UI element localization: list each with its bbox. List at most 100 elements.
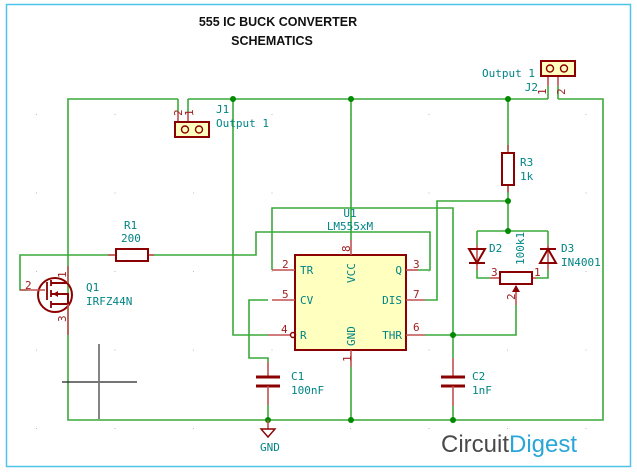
capacitor-c2[interactable]: C2 1nF: [441, 358, 492, 406]
grid-dot: [507, 428, 508, 429]
grid-dot: [585, 192, 587, 194]
pin-num: 3: [413, 258, 420, 271]
j1-ref: J1: [216, 103, 229, 116]
q1-pin-s: 3: [56, 315, 69, 322]
j2-pin2: 2: [555, 88, 568, 95]
grid-dot: [585, 428, 587, 429]
pot-value: 100k1: [514, 232, 527, 265]
grid-dot: [36, 428, 37, 429]
gnd-label: GND: [260, 441, 280, 454]
j2-value: Output 1: [482, 67, 535, 80]
pin-name: DIS: [382, 294, 402, 307]
circuitdigest-logo: CircuitDigest: [441, 431, 577, 458]
diode-d3[interactable]: D3 IN4001: [538, 242, 601, 270]
pin-num: 7: [413, 288, 420, 301]
logo-part1: Circuit: [441, 431, 509, 458]
grid-dot: [193, 271, 194, 272]
svg-text:CircuitDigest: CircuitDigest: [441, 431, 577, 458]
grid-dot: [271, 271, 273, 272]
grid-dot: [193, 349, 194, 351]
grid-dot: [271, 114, 273, 115]
resistor-r1[interactable]: R1 200: [108, 219, 154, 262]
grid-dot: [193, 192, 194, 194]
pin-name: R: [300, 329, 307, 342]
pin-num: 8: [340, 245, 353, 252]
resistor-r3[interactable]: R3 1k: [501, 145, 534, 192]
pin-name: CV: [300, 294, 314, 307]
j2-pin1: 1: [536, 88, 549, 95]
pin-name: VCC: [345, 263, 358, 283]
wire-right-rail: [67, 98, 604, 421]
grid-dot: [36, 192, 37, 194]
ic-u1[interactable]: U1 LM555xM 2 5 4 3 7 6 8 1 TR CV R Q DIS…: [268, 207, 425, 367]
grid-dot: [114, 428, 116, 429]
pin-name: GND: [345, 326, 358, 346]
grid-dot: [428, 192, 430, 194]
ic-body: [294, 254, 407, 351]
grid-dot: [193, 114, 194, 115]
grid-dot: [193, 428, 194, 429]
pin-name: Q: [395, 264, 402, 277]
wire-dis: [425, 200, 508, 301]
pot-pin2: 2: [505, 293, 518, 300]
q1-ref: Q1: [86, 281, 99, 294]
wire-cv: [248, 299, 269, 362]
grid-dot: [350, 428, 351, 429]
grid-dot: [428, 114, 430, 115]
j1-value: Output 1: [216, 117, 269, 130]
c1-value: 100nF: [291, 384, 324, 397]
diode-d2[interactable]: D2: [467, 242, 502, 270]
pin-num: 4: [281, 323, 288, 336]
pin-name: TR: [300, 264, 314, 277]
wires: [19, 86, 604, 421]
capacitor-c1[interactable]: C1 100nF: [256, 362, 324, 405]
c2-value: 1nF: [472, 384, 492, 397]
grid-dot: [428, 428, 430, 429]
title-line-2: SCHEMATICS: [231, 34, 313, 48]
pin-num: 5: [282, 288, 289, 301]
grid-dot: [114, 349, 116, 351]
r1-value: 200: [121, 232, 141, 245]
d3-value: IN4001: [561, 256, 601, 269]
wire-q-r1: [150, 231, 431, 271]
j2-ref: J2: [525, 81, 538, 94]
wire-trig-thr: [271, 207, 454, 335]
d2-ref: D2: [489, 242, 502, 255]
sheet-border: [5, 3, 632, 468]
wire-reset: [232, 99, 268, 336]
pin-num: 6: [413, 321, 420, 334]
r1-ref: R1: [124, 219, 137, 232]
wire-left-rail: [67, 98, 178, 335]
grid-dot: [36, 271, 37, 272]
grid-dot: [114, 192, 116, 194]
pot-pin3: 3: [491, 266, 498, 279]
grid-dot: [36, 349, 37, 351]
pin-num: 1: [341, 355, 354, 362]
grid-dot: [114, 271, 116, 272]
d3-ref: D3: [561, 242, 574, 255]
c2-ref: C2: [472, 370, 485, 383]
j1-pin1: 1: [183, 109, 196, 116]
connector-j1[interactable]: 2 1 J1 Output 1: [172, 103, 269, 138]
logo-part2: Digest: [509, 431, 577, 458]
title-line-1: 555 IC BUCK CONVERTER: [199, 15, 357, 29]
grid-dot: [585, 271, 587, 272]
mosfet-q1[interactable]: 2 1 3 Q1 IRFZ44N: [20, 266, 132, 335]
grid-dot: [507, 349, 508, 351]
pot-pin1: 1: [534, 266, 541, 279]
q1-value: IRFZ44N: [86, 295, 132, 308]
pin-name: THR: [382, 329, 402, 342]
grid-dot: [585, 349, 587, 351]
u1-value: LM555xM: [327, 220, 374, 233]
r3-ref: R3: [520, 156, 533, 169]
potentiometer[interactable]: 100k1 3 1 2: [490, 232, 541, 305]
ground-symbol: GND: [259, 420, 280, 454]
grid-dot: [114, 114, 116, 115]
wire-thr: [425, 305, 517, 336]
r3-value: 1k: [520, 170, 534, 183]
pin-num: 2: [282, 258, 289, 271]
connector-j2[interactable]: 1 2 Output 1 J2: [482, 60, 576, 95]
grid-dot: [585, 114, 587, 115]
cursor-crosshair-icon: [62, 344, 137, 419]
